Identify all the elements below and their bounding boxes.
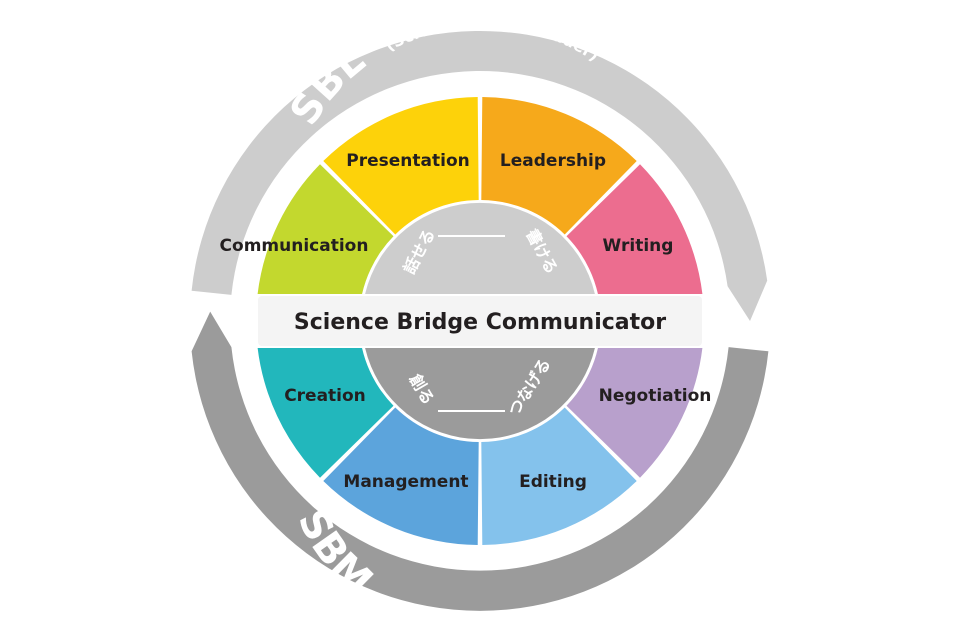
label-editing: Editing bbox=[519, 472, 587, 492]
top-segments bbox=[257, 97, 703, 294]
label-management: Management bbox=[343, 472, 468, 492]
sbl-outer-arc bbox=[191, 30, 768, 322]
label-leadership: Leadership bbox=[500, 151, 606, 171]
label-presentation: Presentation bbox=[346, 151, 469, 171]
label-creation: Creation bbox=[284, 386, 366, 406]
inner-top-disc bbox=[365, 202, 595, 294]
segment-management bbox=[323, 407, 479, 545]
center-title: Science Bridge Communicator bbox=[294, 310, 666, 335]
segment-negotiation bbox=[566, 348, 703, 478]
segment-creation bbox=[257, 348, 394, 478]
label-writing: Writing bbox=[603, 236, 674, 256]
label-communication: Communication bbox=[220, 236, 369, 256]
segment-leadership bbox=[481, 97, 637, 235]
segment-editing bbox=[481, 407, 637, 545]
segment-communication bbox=[257, 164, 394, 294]
sbm-outer-arc bbox=[191, 311, 769, 611]
center-band bbox=[258, 296, 702, 346]
segment-presentation bbox=[323, 97, 479, 235]
bottom-segments bbox=[257, 348, 703, 545]
segment-writing bbox=[566, 164, 703, 294]
inner-bottom-disc bbox=[365, 348, 595, 440]
label-negotiation: Negotiation bbox=[599, 386, 712, 406]
